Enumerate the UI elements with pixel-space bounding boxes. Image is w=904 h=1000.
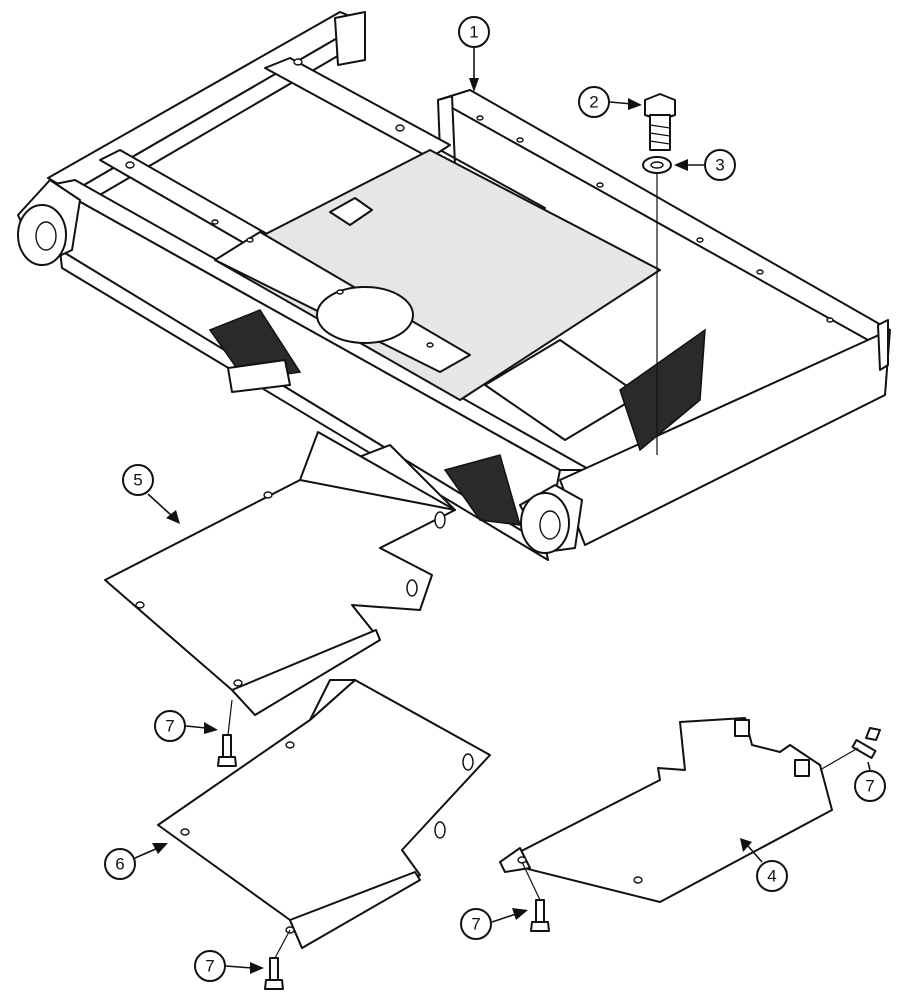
callout-7c: 7	[460, 908, 528, 940]
screw-7a	[217, 699, 237, 767]
callout-4: 4	[740, 838, 788, 892]
screw-7b	[264, 929, 291, 990]
shield-part-4	[499, 717, 833, 903]
svg-text:5: 5	[133, 471, 142, 490]
callout-6: 6	[104, 843, 168, 880]
svg-text:7: 7	[165, 717, 174, 736]
svg-text:3: 3	[715, 156, 724, 175]
callout-5: 5	[122, 464, 180, 524]
callout-2: 2	[578, 86, 642, 118]
callout-7b: 7	[194, 950, 264, 982]
callout-3: 3	[674, 149, 736, 181]
pivot-boss-right	[519, 484, 583, 554]
washer-part-3	[642, 156, 672, 455]
frame-holes	[125, 58, 834, 348]
main-frame	[17, 11, 891, 561]
bolt-part-2	[644, 93, 676, 151]
screw-7c	[521, 861, 550, 932]
pivot-boss-left	[17, 179, 81, 266]
svg-text:7: 7	[471, 915, 480, 934]
svg-text:6: 6	[115, 855, 124, 874]
svg-text:2: 2	[589, 93, 598, 112]
shield-part-6	[157, 679, 491, 949]
screw-7d	[819, 727, 881, 771]
callout-7a: 7	[154, 710, 218, 742]
svg-text:4: 4	[767, 867, 776, 886]
svg-text:1: 1	[469, 23, 478, 42]
shield-part-5	[104, 431, 456, 716]
svg-text:7: 7	[865, 777, 874, 796]
callout-1: 1	[458, 16, 490, 92]
svg-text:7: 7	[205, 957, 214, 976]
callout-7d: 7	[854, 761, 886, 802]
